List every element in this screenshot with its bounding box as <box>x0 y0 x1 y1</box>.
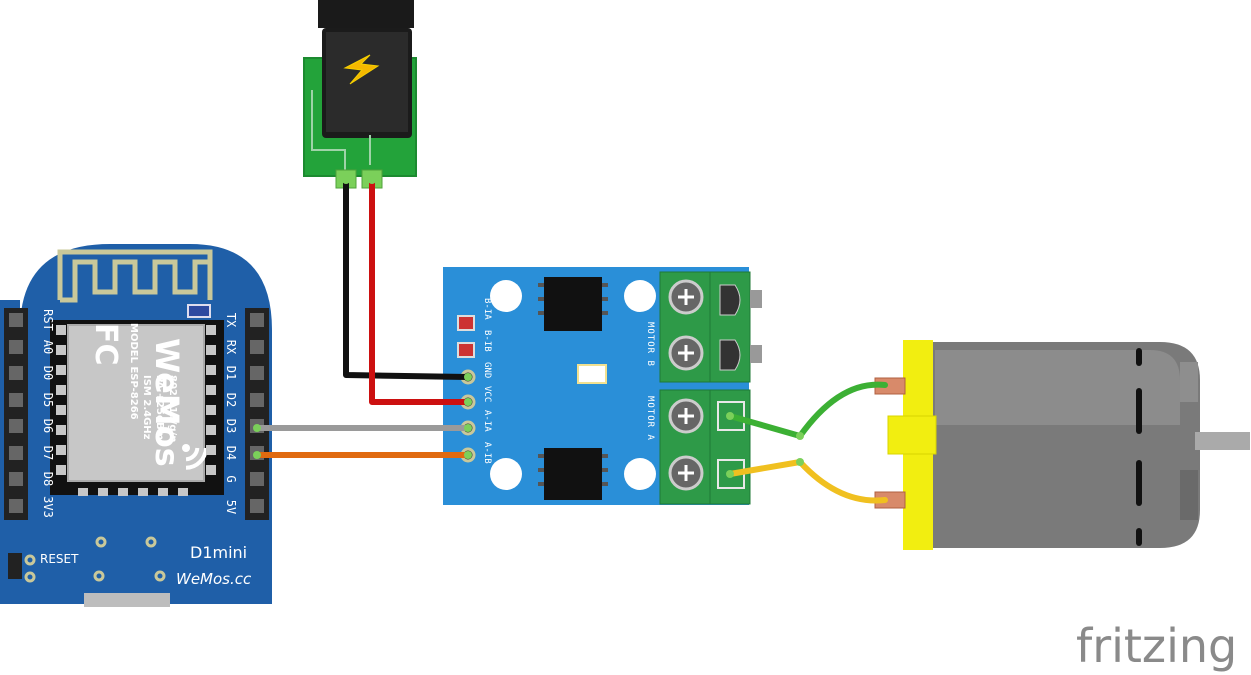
wire-motor-1 <box>727 381 888 439</box>
driver-pin-gnd: GND <box>482 362 492 378</box>
wire-gnd <box>343 177 471 380</box>
driver-ic-top <box>544 277 602 331</box>
pin-label-rx: RX <box>224 340 238 355</box>
driver-pin-a-ia: A-IA <box>482 410 492 432</box>
pin-label-3v3: 3V3 <box>41 496 55 518</box>
driver-pin-b-ib: B-IB <box>482 330 492 352</box>
pin-label-5v: 5V <box>224 500 238 514</box>
reset-button[interactable] <box>8 553 22 579</box>
driver-pin-vcc: VCC <box>482 386 492 402</box>
driver-pin-a-ib: A-IB <box>482 442 492 464</box>
chip-line-1: ISM 2.4GHz <box>141 375 152 440</box>
lightning-icon <box>343 54 380 85</box>
chip-line-3: 802.11b/g/n <box>167 375 178 442</box>
pin-label-d4: D4 <box>224 446 238 460</box>
motor-b-label: MOTOR B <box>645 322 655 367</box>
screw-icon <box>668 279 704 315</box>
wemos-d1-mini-board: FC MODEL ESP-8266 ISM 2.4GHz PA +25dBm 8… <box>0 244 272 607</box>
screw-icon <box>668 455 704 491</box>
screw-icon <box>668 398 704 434</box>
terminal-block-motor-a <box>659 389 751 505</box>
board-website: WeMos.cc <box>176 570 252 588</box>
fritzing-watermark: fritzing <box>1076 619 1237 673</box>
screw-icon <box>668 335 704 371</box>
pin-label-d6: D6 <box>41 419 55 433</box>
chip-brand: WeMos <box>148 338 186 467</box>
driver-ic-bottom <box>544 448 602 500</box>
motor-a-label: MOTOR A <box>645 396 655 441</box>
pin-label-d7: D7 <box>41 446 55 460</box>
pin-label-d3: D3 <box>224 419 238 433</box>
pin-label-d2: D2 <box>224 393 238 407</box>
chip-line-0: MODEL ESP-8266 <box>128 323 139 420</box>
dc-motor <box>874 340 1250 550</box>
wire-vcc <box>369 177 471 405</box>
dc-power-jack <box>303 0 417 189</box>
motor-driver-board: B-IA B-IB GND VCC A-IA A-IB MOTOR B MOTO… <box>443 267 762 505</box>
pin-label-g: G <box>224 475 238 482</box>
wires <box>253 176 888 504</box>
esp8266-chip-text: FC MODEL ESP-8266 ISM 2.4GHz PA +25dBm 8… <box>88 323 208 470</box>
fcc-logo: FC <box>88 323 123 366</box>
pin-label-d0: D0 <box>41 366 55 380</box>
reset-label: RESET <box>40 552 79 566</box>
pin-label-a0: A0 <box>41 340 55 354</box>
pin-label-rst: RST <box>41 309 55 331</box>
header-right <box>245 308 269 520</box>
chip-line-2: PA +25dBm <box>154 375 165 440</box>
header-left <box>4 308 28 520</box>
driver-pin-b-ia: B-IA <box>482 298 492 320</box>
pin-label-d5: D5 <box>41 393 55 407</box>
wifi-icon <box>182 444 208 470</box>
pin-label-tx: TX <box>224 313 238 328</box>
board-name: D1mini <box>190 543 247 562</box>
terminal-block-motor-b <box>659 271 762 383</box>
wire-motor-2 <box>727 459 888 504</box>
pin-label-d8: D8 <box>41 472 55 486</box>
pin-label-d1: D1 <box>224 366 238 380</box>
usb-port <box>84 593 170 607</box>
